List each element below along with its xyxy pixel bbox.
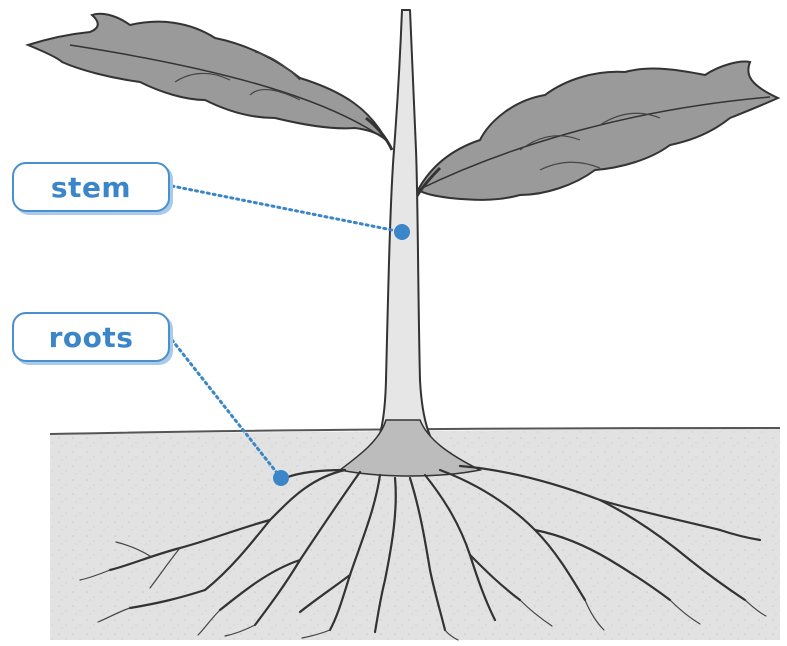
right-leaf — [418, 62, 778, 200]
stem-pointer-dot — [394, 224, 410, 240]
left-leaf — [28, 14, 386, 140]
roots-label: roots — [12, 312, 170, 362]
stem-pointer-line — [172, 186, 402, 232]
stem-label: stem — [12, 162, 170, 212]
roots-pointer-dot — [273, 470, 289, 486]
